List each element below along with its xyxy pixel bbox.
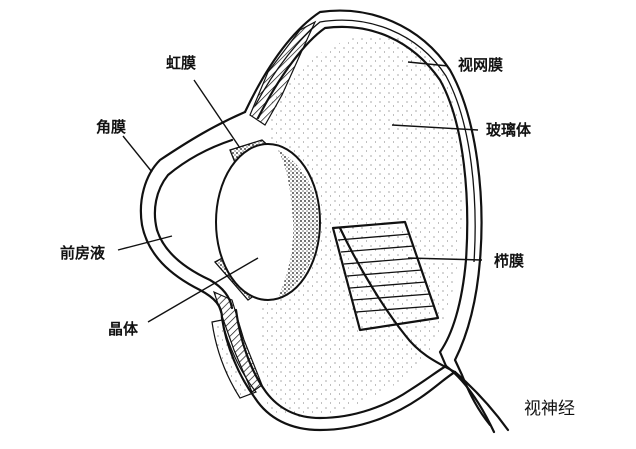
label-pecten: 栉膜 [494, 252, 524, 270]
sclera-outer [243, 9, 492, 427]
lens-shading [278, 150, 319, 298]
label-iris: 虹膜 [166, 54, 196, 72]
retina-inner [256, 25, 469, 368]
lower-sac [211, 319, 257, 399]
pecten-shape [331, 220, 440, 332]
ciliary-lower [213, 290, 263, 393]
leader-iris [193, 79, 241, 149]
cornea-inner [153, 138, 234, 310]
label-optic-nerve: 视神经 [524, 399, 575, 419]
label-lens: 晶体 [108, 320, 139, 338]
label-retina: 视网膜 [458, 56, 503, 74]
leader-aqueous [117, 235, 173, 251]
cornea-shape [139, 110, 247, 320]
leader-lens [147, 257, 259, 323]
label-cornea: 角膜 [96, 118, 126, 136]
optic-nerve-base [338, 226, 457, 374]
ciliary-upper [249, 20, 317, 126]
label-vitreous: 玻璃体 [486, 121, 532, 139]
optic-nerve-shape [444, 364, 510, 434]
leader-pecten [407, 257, 483, 261]
leader-vitreous [391, 124, 479, 131]
label-aqueous: 前房液 [60, 244, 106, 262]
leader-cornea [122, 135, 153, 173]
leader-retina [407, 61, 449, 67]
